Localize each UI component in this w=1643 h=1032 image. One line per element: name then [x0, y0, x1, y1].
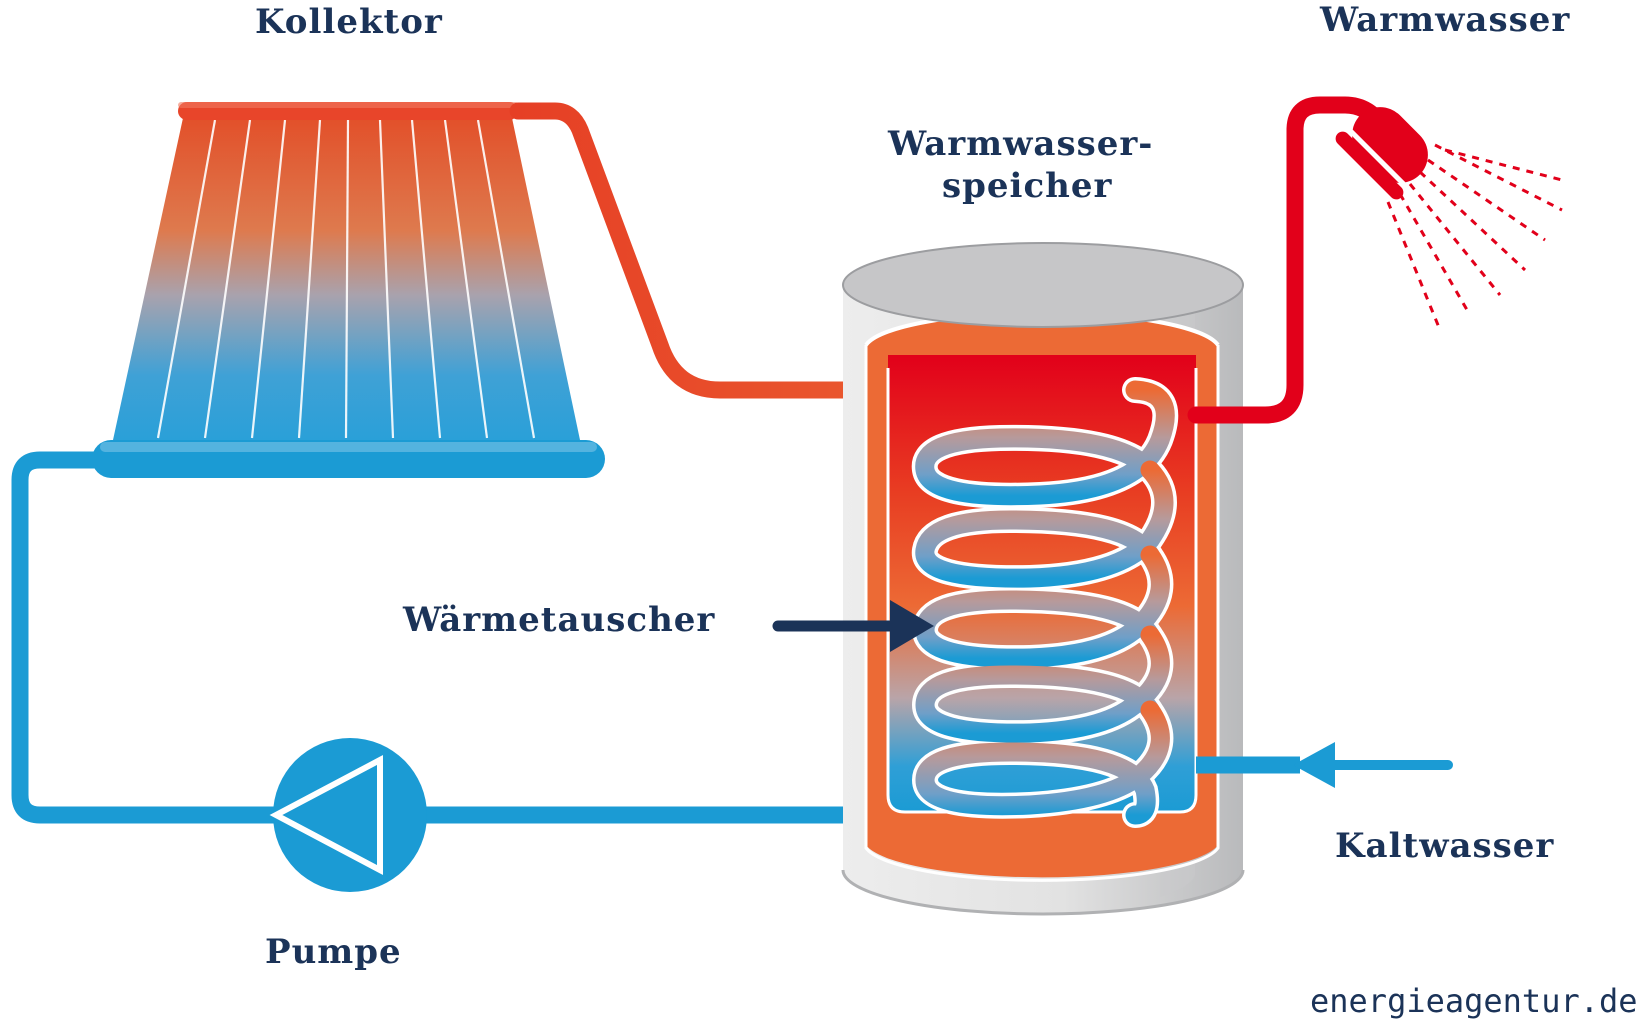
storage-label-line2: speicher	[942, 166, 1113, 206]
shower-head-icon	[1335, 107, 1563, 331]
cold-water-label: Kaltwasser	[1335, 826, 1555, 866]
pump-label: Pumpe	[265, 932, 402, 972]
hot-supply-pipe	[509, 102, 1144, 399]
hot-water-outlet-pipe	[1187, 96, 1394, 424]
source-credit: energieagentur.de	[1310, 982, 1638, 1020]
cold-return-pipe	[11, 451, 285, 824]
hot-water-label: Warmwasser	[1320, 0, 1571, 40]
heat-exchanger-label: Wärmetauscher	[403, 600, 716, 640]
heat-exchanger-coil-icon	[911, 377, 1179, 828]
solar-collector-icon	[92, 102, 605, 478]
storage-label-line1: Warmwasser-	[888, 124, 1154, 164]
cold-water-arrow-icon	[1293, 742, 1453, 788]
pump-icon	[269, 738, 427, 892]
arrow-right-icon	[772, 600, 934, 652]
collector-label: Kollektor	[255, 2, 443, 42]
